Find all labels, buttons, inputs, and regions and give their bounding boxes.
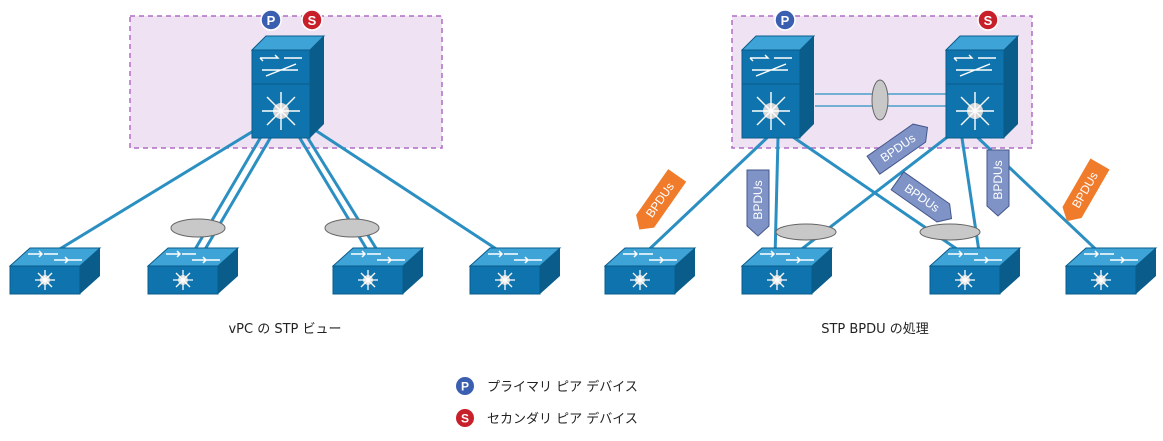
- primary-badge-letter: P: [781, 13, 790, 28]
- vpc-logical-switch: [251, 35, 325, 139]
- access-switch-left-2: [147, 247, 239, 295]
- port-channel-left-2: [324, 218, 380, 238]
- access-switch-right-3: [929, 247, 1021, 295]
- access-switch-left-3: [332, 247, 424, 295]
- primary-badge-right: P: [774, 9, 796, 31]
- secondary-peer-switch: [945, 35, 1019, 139]
- bpdu-arrow-blue-3: BPDUs: [890, 171, 953, 223]
- peer-link-port-channel: [871, 79, 889, 121]
- legend-primary: P プライマリ ピア デバイス: [456, 377, 638, 395]
- secondary-badge-letter: S: [984, 13, 993, 28]
- bpdu-arrow-orange-left: BPDUs: [636, 169, 687, 230]
- access-switch-right-1: [604, 247, 696, 295]
- access-switch-right-4: [1065, 247, 1157, 295]
- left-links: [44, 128, 511, 260]
- svg-text:BPDUs: BPDUs: [991, 160, 1005, 199]
- primary-peer-switch: [741, 35, 815, 139]
- secondary-badge-letter: S: [308, 13, 317, 28]
- port-channel-right-1: [775, 223, 837, 241]
- port-channel-left-1: [170, 218, 226, 238]
- legend-primary-label: プライマリ ピア デバイス: [487, 379, 638, 395]
- caption-left: vPC の STP ビュー: [228, 322, 341, 337]
- bpdu-arrow-blue-1: BPDUs: [746, 169, 770, 237]
- bpdu-arrow-orange-right: BPDUs: [1062, 158, 1110, 222]
- port-channel-right-2: [919, 223, 981, 241]
- legend-primary-letter: P: [461, 380, 469, 394]
- legend-secondary-letter: S: [461, 412, 469, 426]
- svg-text:BPDUs: BPDUs: [751, 180, 765, 219]
- secondary-badge-left: S: [301, 9, 323, 31]
- bpdu-arrow-blue-4: BPDUs: [986, 149, 1010, 217]
- secondary-badge-right: S: [977, 9, 999, 31]
- legend-secondary: S セカンダリ ピア デバイス: [456, 409, 638, 427]
- legend-secondary-label: セカンダリ ピア デバイス: [487, 411, 638, 427]
- primary-badge-letter: P: [267, 13, 276, 28]
- primary-badge-left: P: [260, 9, 282, 31]
- access-switch-left-4: [469, 247, 561, 295]
- access-switch-right-2: [741, 247, 833, 295]
- access-switch-left-1: [9, 247, 101, 295]
- caption-right: STP BPDU の処理: [821, 322, 929, 337]
